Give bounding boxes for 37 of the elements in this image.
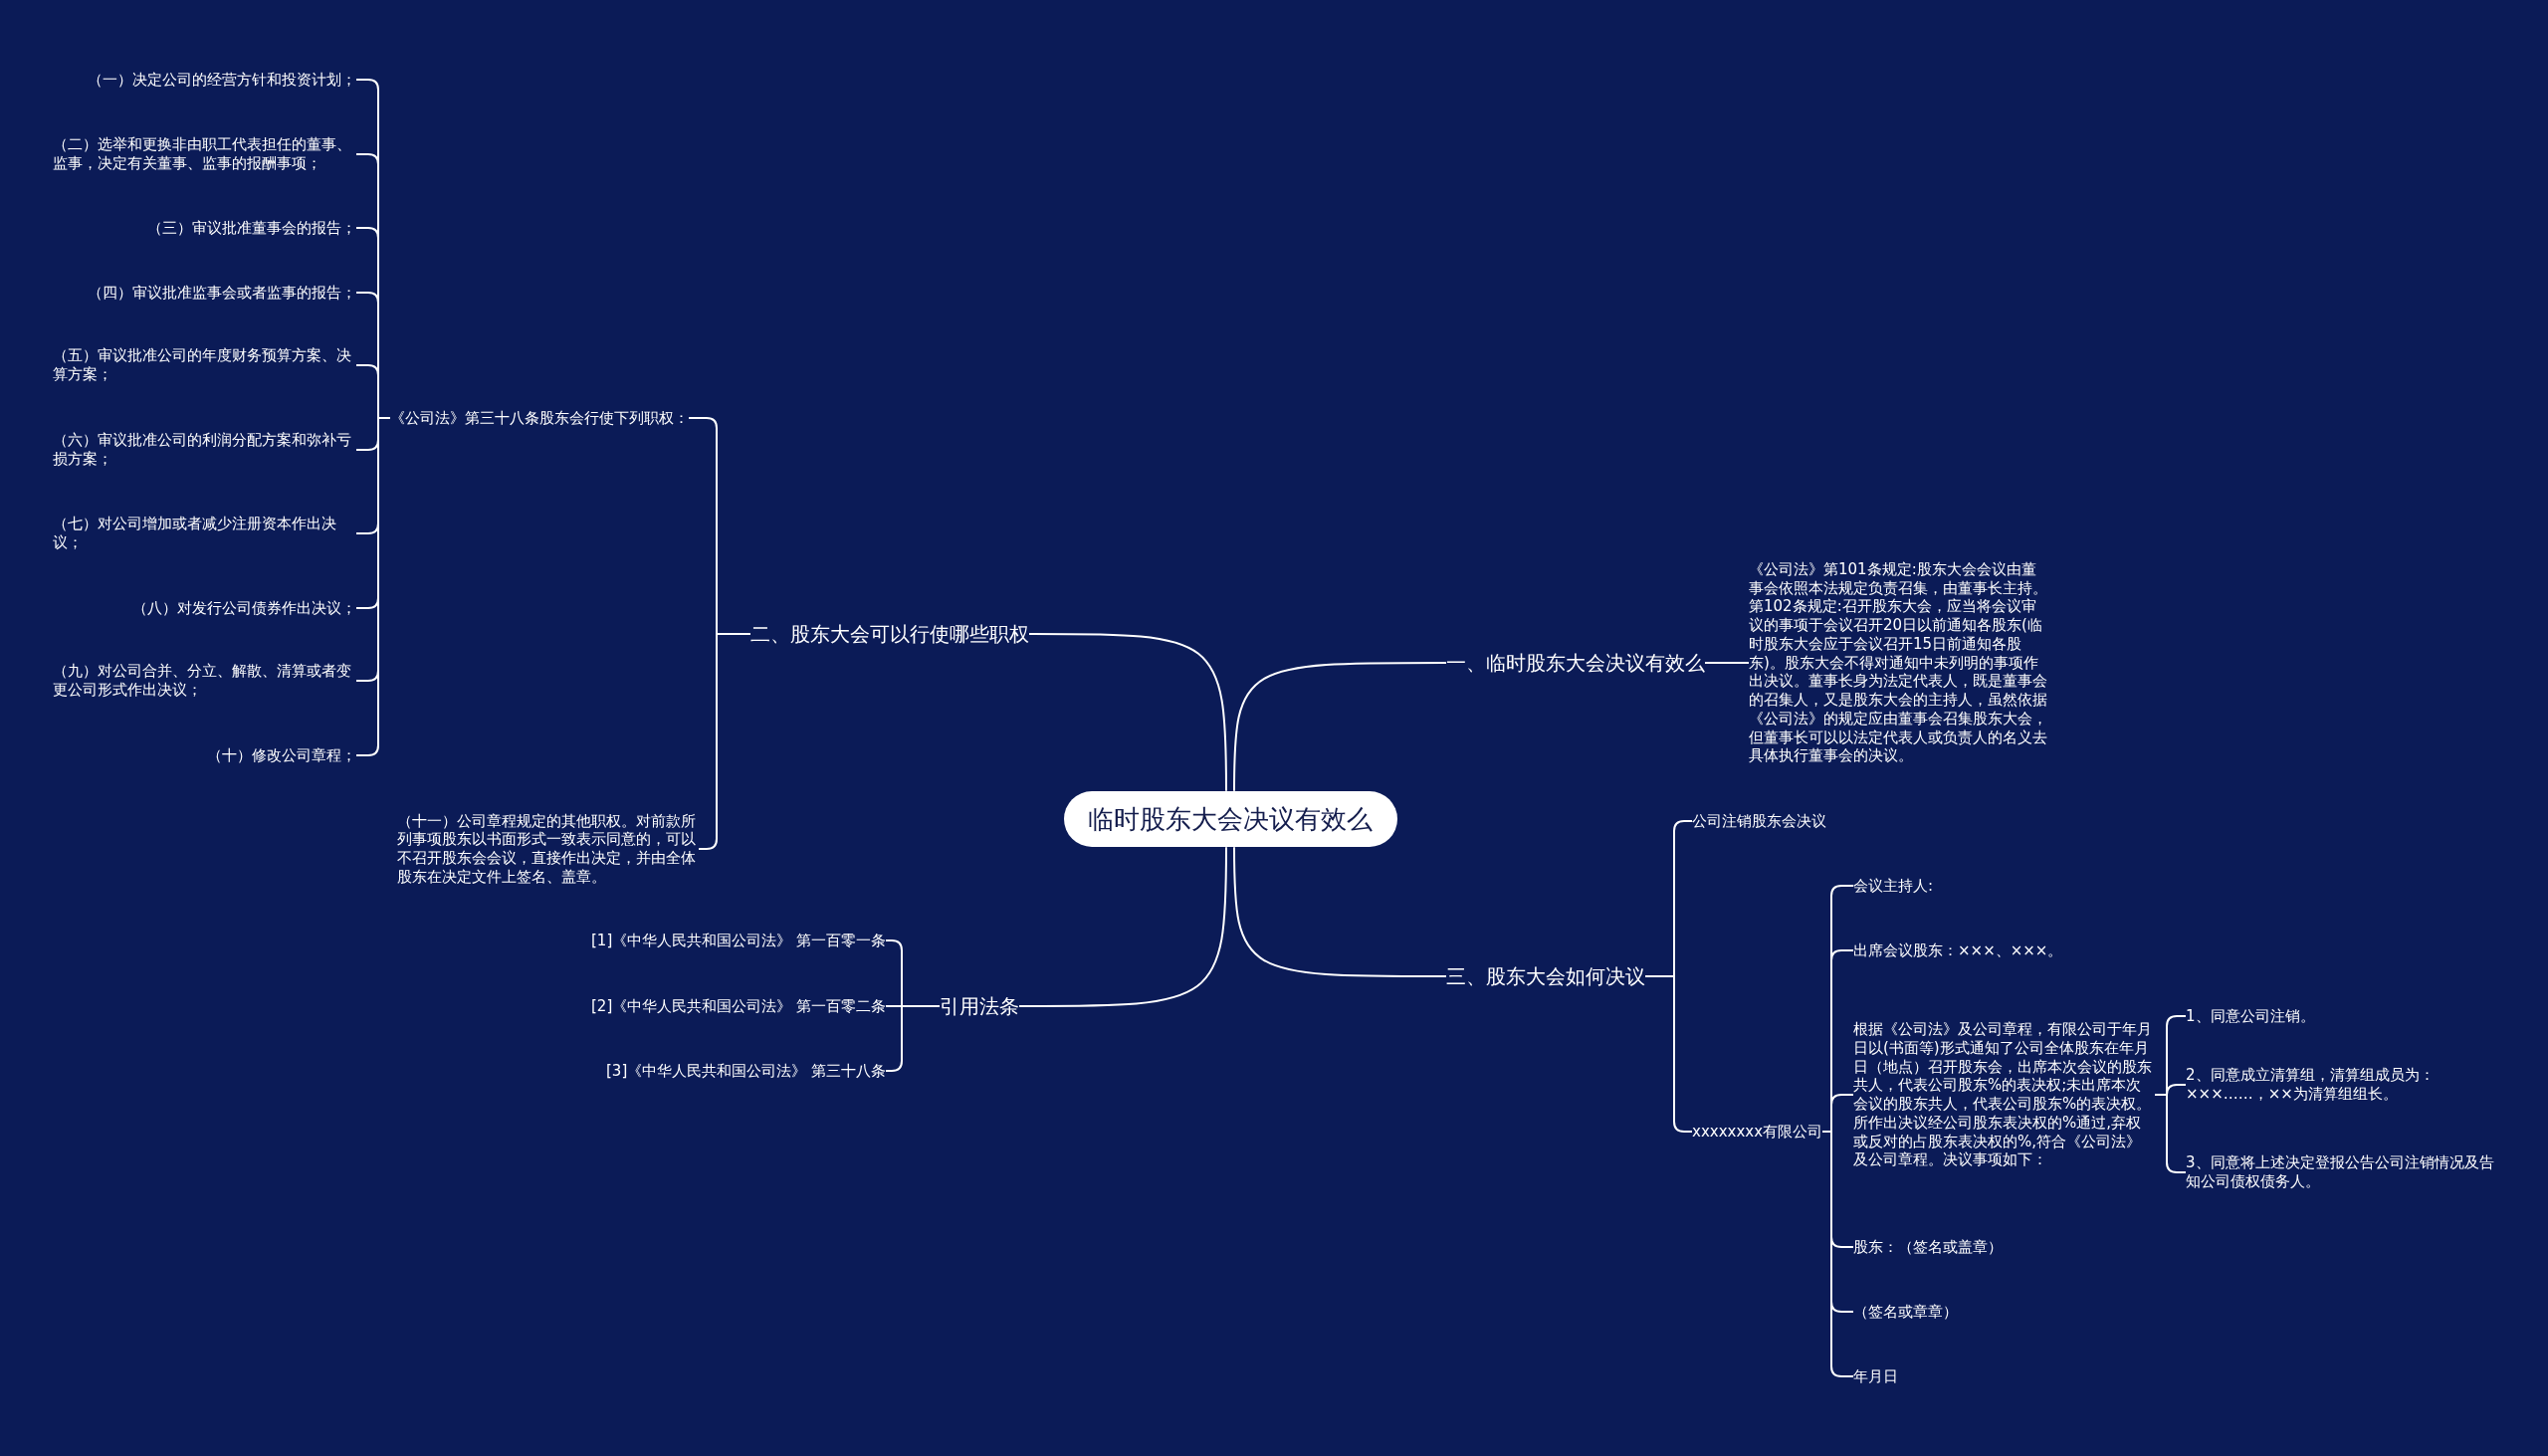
- connector-line: [1233, 846, 1447, 977]
- branch-topic: 三、股东大会如何决议: [1446, 963, 1645, 989]
- topic-text: （一）决定公司的经营方针和投资计划；: [88, 70, 356, 90]
- topic-text: 《公司法》第三十八条股东会行使下列职权：: [390, 408, 689, 428]
- topic-text: 根据《公司法》及公司章程，有限公司于年月日以(书面等)形式通知了公司全体股东在年月日（地点）召开股东会，出席本次会议的股东共人，代表公司股东%的表决权;未出席本次会议的股东共人，代表公司股东%的表决权。所作出决议经公司股东表决权的%通过,弃权或反对的占股东表决权的%,符合《公司法》及公司章程。决议事项如下：: [1853, 1020, 2155, 1169]
- topic-text: （六）审议批准公司的利润分配方案和弥补亏损方案；: [53, 431, 356, 469]
- topic-text: [1]《中华人民共和国公司法》 第一百零一条: [591, 931, 886, 950]
- topic-text: 1、同意公司注销。: [2186, 1006, 2315, 1026]
- topic-text: 出席会议股东：×××、×××。: [1853, 940, 2063, 960]
- connector-line: [1233, 662, 1447, 792]
- topic-text: [2]《中华人民共和国公司法》 第一百零二条: [591, 996, 886, 1016]
- topic-text: （十一）公司章程规定的其他职权。对前款所列事项股东以书面形式一致表示同意的，可以不召开股东会会议，直接作出决定，并由全体股东在决定文件上签名、盖章。: [397, 811, 699, 887]
- topic-text: （七）对公司增加或者减少注册资本作出决议；: [53, 515, 356, 552]
- topic-text: （十）修改公司章程；: [207, 745, 356, 765]
- topic-text: （三）审议批准董事会的报告；: [147, 218, 356, 238]
- topic-text: （签名或章章）: [1853, 1302, 1958, 1322]
- topic-text: （二）选举和更换非由职工代表担任的董事、监事，决定有关董事、监事的报酬事项；: [53, 135, 356, 173]
- connector-line: [1704, 662, 1750, 664]
- topic-text: 年月日: [1853, 1366, 1898, 1386]
- topic-text: （五）审议批准公司的年度财务预算方案、决算方案；: [53, 346, 356, 384]
- connector-line: [1028, 633, 1227, 792]
- topic-text: 2、同意成立清算组，清算组成员为：×××……，××为清算组组长。: [2186, 1066, 2484, 1104]
- branch-topic: 二、股东大会可以行使哪些职权: [750, 621, 1029, 647]
- topic-text: [3]《中华人民共和国公司法》 第三十八条: [606, 1061, 886, 1081]
- branch-topic: 引用法条: [940, 993, 1019, 1019]
- connector-line: [1018, 846, 1227, 1007]
- topic-text: 3、同意将上述决定登报公告公司注销情况及告知公司债权债务人。: [2186, 1153, 2504, 1191]
- central-topic: 临时股东大会决议有效么: [1063, 790, 1397, 848]
- topic-text: 《公司法》第101条规定:股东大会会议由董事会依照本法规定负责召集，由董事长主持。第102条规定:召开股东大会，应当将会议审议的事项于会议召开20日以前通知各股东(临时股东大会应于会议召开15日前通知各股东)。股东大会不得对通知中未列明的事项作出决议。董事长身为法定代表人，既是董事会的召集人，又是股东大会的主持人，虽然依据《公司法》的规定应由董事会召集股东大会，但董事长可以以法定代表人或负责人的名义去具体执行董事会的决议。: [1749, 559, 2047, 766]
- topic-text: 会议主持人:: [1853, 876, 1934, 896]
- topic-text: （八）对发行公司债券作出决议；: [132, 598, 356, 618]
- topic-text: （四）审议批准监事会或者监事的报告；: [88, 283, 356, 303]
- topic-text: 股东：（签名或盖章）: [1853, 1237, 2003, 1257]
- branch-topic: 一、临时股东大会决议有效么: [1446, 650, 1705, 676]
- topic-text: xxxxxxxx有限公司: [1692, 1122, 1822, 1142]
- topic-text: 公司注销股东会决议: [1692, 811, 1826, 831]
- topic-text: （九）对公司合并、分立、解散、清算或者变更公司形式作出决议；: [53, 662, 356, 700]
